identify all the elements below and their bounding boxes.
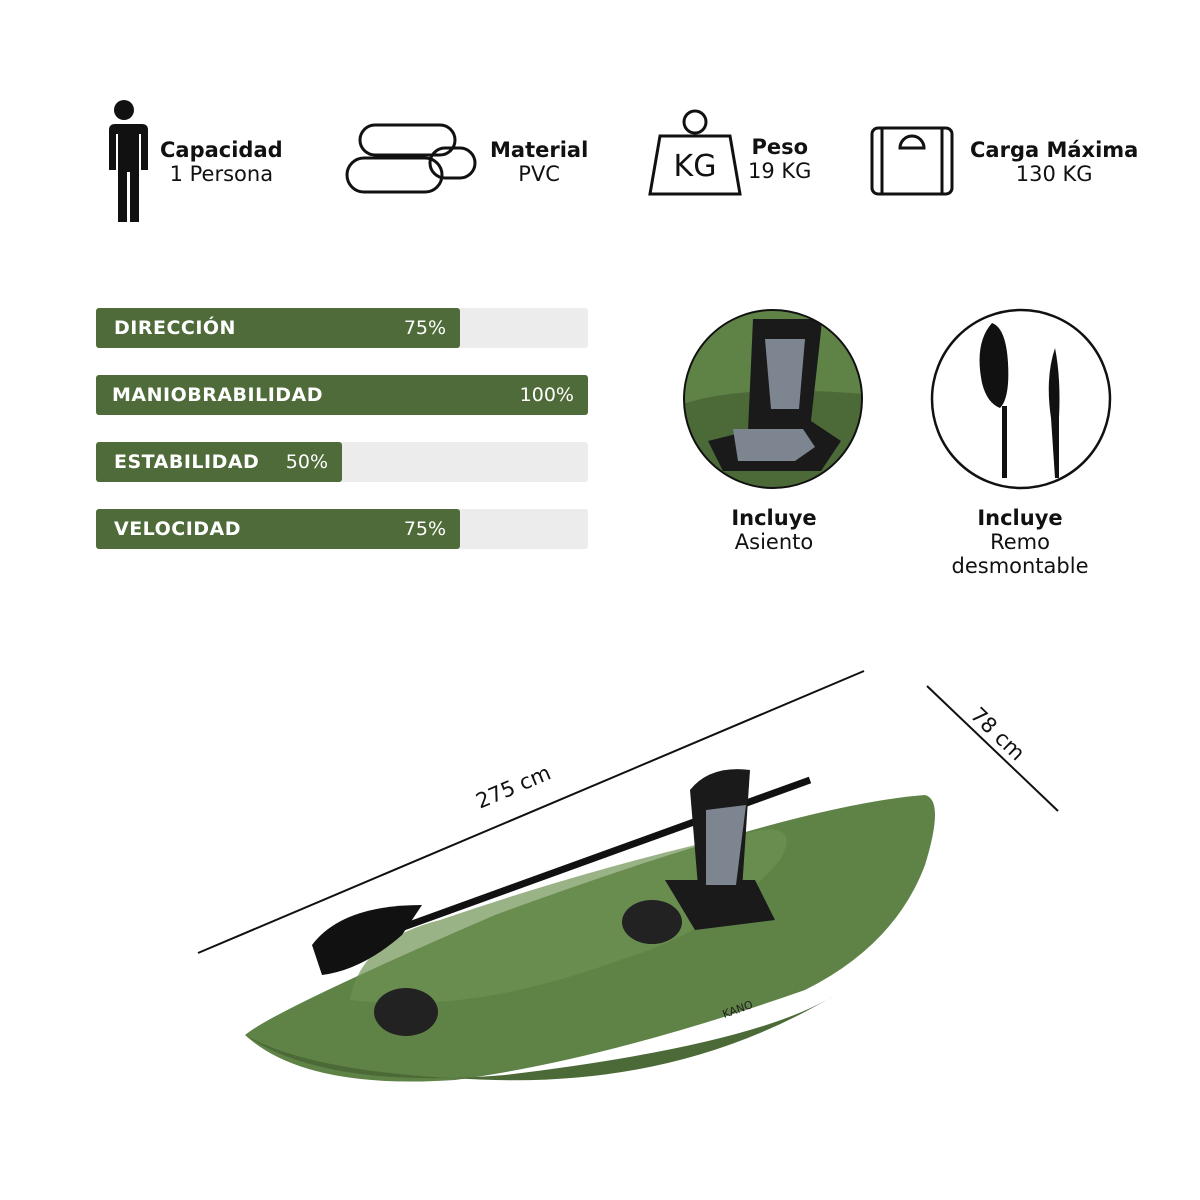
spec-title: Peso <box>751 135 808 159</box>
weight-icon: KG <box>648 109 742 196</box>
width-dimension-line <box>926 685 1059 812</box>
include-text: Asiento <box>734 530 814 554</box>
svg-text:KG: KG <box>674 149 717 184</box>
rating-percent: 100% <box>519 384 574 406</box>
spec-title: Capacidad <box>160 138 283 162</box>
pipes-icon <box>345 123 477 194</box>
rating-percent: 75% <box>403 317 447 339</box>
include-title: Incluye <box>731 506 817 530</box>
seat-image <box>683 309 863 489</box>
rating-bar-estabilidad: ESTABILIDAD 50% <box>96 442 588 482</box>
rating-bar-maniobrabilidad: MANIOBRABILIDAD 100% <box>96 375 588 415</box>
include-text: desmontable <box>951 554 1089 578</box>
include-text: Remo <box>990 530 1050 554</box>
rating-percent: 75% <box>403 518 447 540</box>
rating-label: DIRECCIÓN <box>114 317 236 339</box>
spec-value: 19 KG <box>748 159 812 183</box>
paddle-image <box>930 308 1112 490</box>
kayak-image <box>197 670 1059 1082</box>
include-title: Incluye <box>977 506 1063 530</box>
spec-value: PVC <box>518 162 560 186</box>
spec-title: Material <box>490 138 589 162</box>
rating-label: MANIOBRABILIDAD <box>112 384 324 406</box>
rating-label: ESTABILIDAD <box>114 451 260 473</box>
spec-value: 1 Persona <box>169 162 274 186</box>
spec-title: Carga Máxima <box>970 138 1139 162</box>
spec-value: 130 KG <box>1015 162 1093 186</box>
person-icon <box>106 100 148 222</box>
rating-bar-velocidad: VELOCIDAD 75% <box>96 509 588 549</box>
rating-label: VELOCIDAD <box>114 518 242 540</box>
length-dimension-line <box>197 670 865 954</box>
rating-percent: 50% <box>285 451 328 473</box>
rating-bar-direccion: DIRECCIÓN 75% <box>96 308 588 348</box>
scale-icon <box>870 126 954 196</box>
